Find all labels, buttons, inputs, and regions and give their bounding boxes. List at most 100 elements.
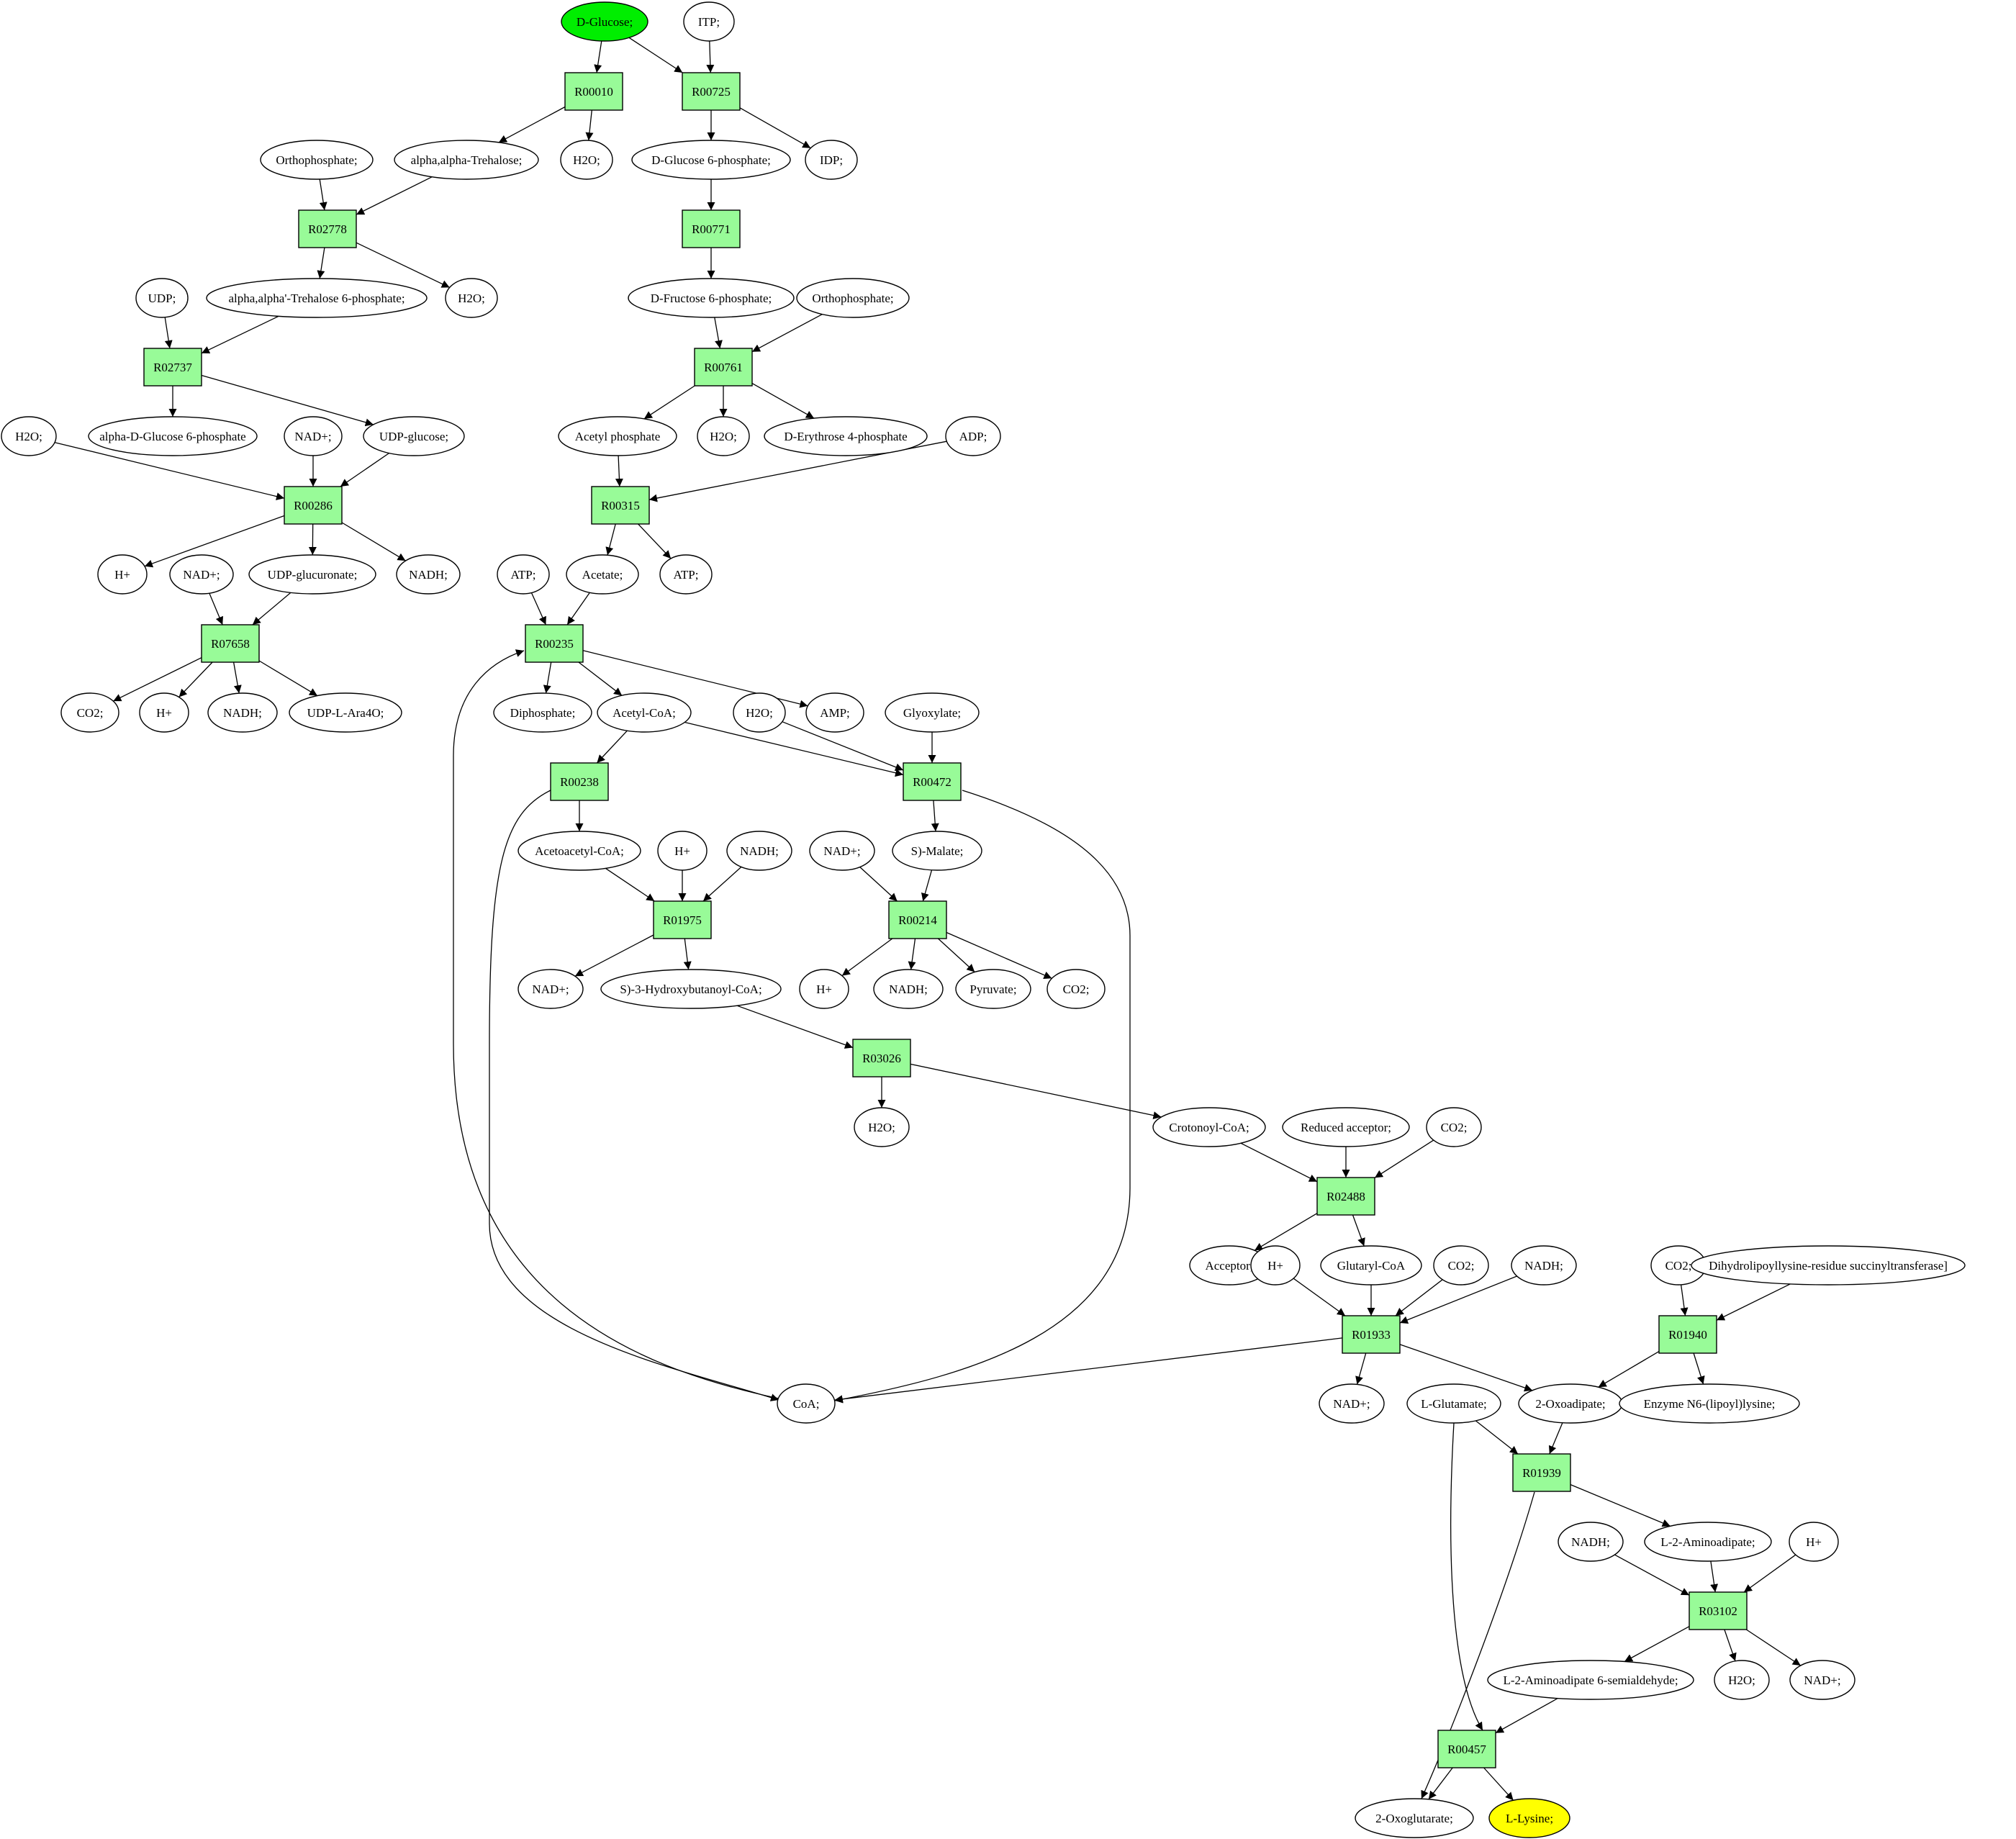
- metabolite-node-h2oE[interactable]: H2O;: [733, 692, 786, 733]
- metabolite-node-l2a[interactable]: L-2-Aminoadipate;: [1644, 1522, 1772, 1562]
- edge-r00472-to-malate: [931, 800, 939, 832]
- reaction-node-r01975[interactable]: R01975: [653, 900, 712, 939]
- metabolite-node-oxoad[interactable]: 2-Oxoadipate;: [1518, 1383, 1623, 1424]
- reaction-node-r01939[interactable]: R01939: [1512, 1453, 1571, 1492]
- reaction-node-r02778[interactable]: R02778: [298, 209, 357, 248]
- reaction-node-r01940[interactable]: R01940: [1658, 1315, 1717, 1354]
- metabolite-node-treh[interactable]: alpha,alpha-Trehalose;: [394, 140, 539, 180]
- metabolite-node-nadB[interactable]: NAD+;: [169, 554, 234, 595]
- metabolite-node-hA[interactable]: H+: [97, 554, 148, 595]
- reaction-node-r00725[interactable]: R00725: [682, 72, 741, 111]
- metabolite-node-udpg[interactable]: UDP-glucose;: [363, 416, 465, 456]
- metabolite-node-hC[interactable]: H+: [657, 831, 708, 871]
- metabolite-node-l2as[interactable]: L-2-Aminoadipate 6-semialdehyde;: [1487, 1660, 1694, 1700]
- reaction-node-r01933[interactable]: R01933: [1342, 1315, 1401, 1354]
- metabolite-node-h2oD[interactable]: H2O;: [697, 416, 750, 456]
- reaction-node-r00238[interactable]: R00238: [550, 762, 609, 801]
- reaction-node-r00286[interactable]: R00286: [284, 486, 343, 525]
- metabolite-node-oxoglut[interactable]: 2-Oxoglutarate;: [1355, 1798, 1474, 1838]
- edge-r01933-to-coa: [834, 1337, 1343, 1404]
- metabolite-node-hD[interactable]: H+: [799, 969, 849, 1009]
- metabolite-node-hF[interactable]: H+: [1789, 1522, 1839, 1562]
- metabolite-node-orthoA[interactable]: Orthophosphate;: [260, 140, 374, 180]
- metabolite-node-accoa[interactable]: Acetyl-CoA;: [597, 692, 692, 733]
- metabolite-node-hB[interactable]: H+: [139, 692, 189, 733]
- metabolite-node-udpA[interactable]: UDP;: [135, 278, 189, 318]
- metabolite-node-nadE[interactable]: NAD+;: [1319, 1383, 1385, 1424]
- metabolite-node-nadhC[interactable]: NADH;: [726, 831, 792, 871]
- node-label: Diphosphate;: [510, 706, 576, 720]
- reaction-node-r00315[interactable]: R00315: [591, 486, 650, 525]
- metabolite-node-pyr[interactable]: Pyruvate;: [955, 969, 1031, 1009]
- metabolite-node-itp[interactable]: ITP;: [683, 1, 735, 42]
- metabolite-node-atpB[interactable]: ATP;: [659, 554, 713, 595]
- metabolite-node-nadD[interactable]: NAD+;: [517, 969, 584, 1009]
- metabolite-node-glut[interactable]: Glutaryl-CoA: [1320, 1245, 1422, 1286]
- metabolite-node-g6p[interactable]: D-Glucose 6-phosphate;: [631, 140, 791, 180]
- metabolite-node-h2oB[interactable]: H2O;: [445, 278, 498, 318]
- metabolite-ellipse: [600, 969, 782, 1009]
- metabolite-node-dip[interactable]: Diphosphate;: [493, 692, 592, 733]
- metabolite-node-nadhE[interactable]: NADH;: [1511, 1245, 1577, 1286]
- metabolite-node-h2oA[interactable]: H2O;: [560, 140, 613, 180]
- metabolite-node-f6p[interactable]: D-Fructose 6-phosphate;: [628, 278, 795, 318]
- metabolite-node-ag6p[interactable]: alpha-D-Glucose 6-phosphate: [88, 416, 258, 456]
- metabolite-node-lglu[interactable]: L-Glutamate;: [1406, 1383, 1501, 1424]
- reaction-node-r00235[interactable]: R00235: [525, 624, 584, 663]
- node-label: NAD+;: [183, 568, 220, 582]
- edge-nadhE-to-r01933: [1399, 1275, 1517, 1324]
- metabolite-node-co2B[interactable]: CO2;: [1047, 969, 1106, 1009]
- reaction-node-r00214[interactable]: R00214: [888, 900, 947, 939]
- metabolite-node-orthoB[interactable]: Orthophosphate;: [796, 278, 910, 318]
- target-metabolite-node[interactable]: L-Lysine;: [1488, 1798, 1570, 1838]
- metabolite-node-crot[interactable]: Crotonoyl-CoA;: [1152, 1107, 1266, 1147]
- metabolite-node-acc[interactable]: Acceptor;: [1189, 1245, 1270, 1286]
- metabolite-node-co2E[interactable]: CO2;: [1650, 1245, 1707, 1286]
- metabolite-node-nadhB[interactable]: NADH;: [207, 692, 278, 733]
- reaction-node-r03102[interactable]: R03102: [1689, 1591, 1748, 1630]
- metabolite-node-nadhA[interactable]: NADH;: [396, 554, 461, 595]
- reaction-node-r02488[interactable]: R02488: [1316, 1177, 1375, 1216]
- metabolite-node-h2oC[interactable]: H2O;: [1, 416, 57, 456]
- metabolite-node-acetate[interactable]: Acetate;: [566, 554, 639, 595]
- reaction-node-r00761[interactable]: R00761: [694, 348, 753, 387]
- reaction-node-r00771[interactable]: R00771: [682, 209, 741, 248]
- metabolite-node-nadhF[interactable]: NADH;: [1558, 1522, 1624, 1562]
- node-label: R00457: [1447, 1743, 1486, 1756]
- metabolite-node-amp[interactable]: AMP;: [805, 692, 864, 733]
- metabolite-node-dlst[interactable]: Dihydrolipoyllysine-residue succinyltran…: [1691, 1245, 1966, 1286]
- reaction-node-r07658[interactable]: R07658: [201, 624, 260, 663]
- reaction-node-r03026[interactable]: R03026: [852, 1039, 911, 1077]
- metabolite-node-nadA[interactable]: NAD+;: [284, 416, 343, 456]
- metabolite-node-h2oG[interactable]: H2O;: [1714, 1660, 1770, 1700]
- metabolite-node-redacc[interactable]: Reduced acceptor;: [1282, 1107, 1410, 1147]
- metabolite-node-atpA[interactable]: ATP;: [497, 554, 550, 595]
- reaction-node-r02737[interactable]: R02737: [143, 348, 202, 387]
- metabolite-node-hbcoa[interactable]: S)-3-Hydroxybutanoyl-CoA;: [600, 969, 782, 1009]
- metabolite-node-lipoyl[interactable]: Enzyme N6-(lipoyl)lysine;: [1619, 1383, 1800, 1424]
- metabolite-node-co2D[interactable]: CO2;: [1433, 1245, 1489, 1286]
- metabolite-node-e4p[interactable]: D-Erythrose 4-phosphate: [764, 416, 928, 456]
- metabolite-node-co2A[interactable]: CO2;: [60, 692, 119, 733]
- metabolite-node-nadF[interactable]: NAD+;: [1789, 1660, 1855, 1700]
- metabolite-node-acacoa[interactable]: Acetoacetyl-CoA;: [517, 831, 641, 871]
- metabolite-node-glyox[interactable]: Glyoxylate;: [885, 692, 980, 733]
- metabolite-node-idp[interactable]: IDP;: [805, 140, 858, 180]
- start-metabolite-node[interactable]: D-Glucose;: [561, 1, 648, 42]
- reaction-node-r00472[interactable]: R00472: [903, 762, 962, 801]
- reaction-box: [550, 762, 609, 801]
- metabolite-node-h2oF[interactable]: H2O;: [854, 1107, 910, 1147]
- metabolite-node-udpara[interactable]: UDP-L-Ara4O;: [289, 692, 402, 733]
- reaction-node-r00457[interactable]: R00457: [1437, 1730, 1496, 1768]
- metabolite-node-co2C[interactable]: CO2;: [1426, 1107, 1482, 1147]
- reaction-node-r00010[interactable]: R00010: [564, 72, 623, 111]
- metabolite-node-nadC[interactable]: NAD+;: [809, 831, 875, 871]
- metabolite-node-udpgl[interactable]: UDP-glucuronate;: [248, 554, 376, 595]
- metabolite-node-t6p[interactable]: alpha,alpha'-Trehalose 6-phosphate;: [206, 278, 428, 318]
- metabolite-node-acp[interactable]: Acetyl phosphate: [558, 416, 677, 456]
- metabolite-node-malate[interactable]: S)-Malate;: [892, 831, 982, 871]
- metabolite-node-adp[interactable]: ADP;: [945, 416, 1001, 456]
- metabolite-node-hE[interactable]: H+: [1250, 1245, 1301, 1286]
- metabolite-node-coa[interactable]: CoA;: [777, 1383, 836, 1424]
- metabolite-node-nadhD[interactable]: NADH;: [873, 969, 944, 1009]
